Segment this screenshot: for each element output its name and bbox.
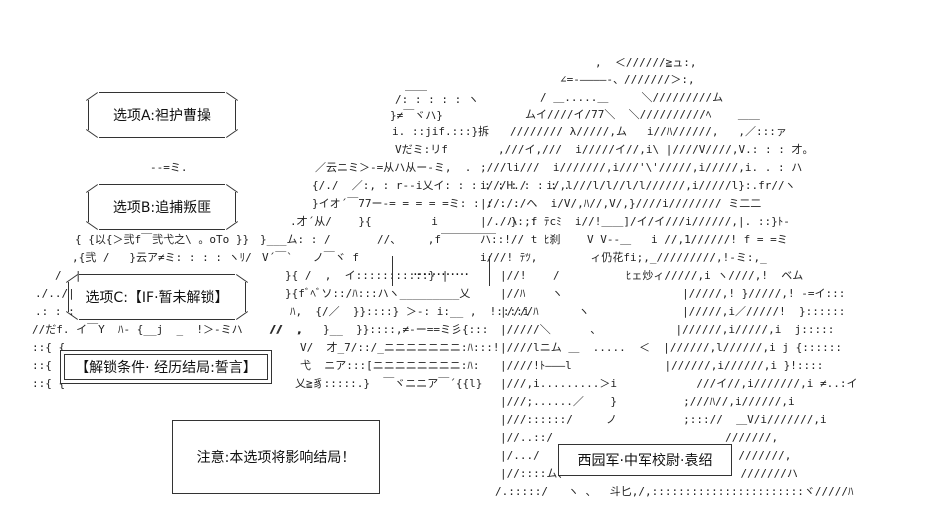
art-line: 弋 ニア:::[ニニニニニニニニ:ﾊ: [300,359,480,372]
art-line: ::{ [32,359,52,372]
art-line: i///H./ i/,l///l/l//l/l//////,i/////l}:.… [480,179,796,192]
art-line: //////// λ/////,ム i//ﾊ//////, ,／:::ァ [510,125,787,138]
notice-box: 注意:本选项将影响结局！ [172,420,380,494]
art-line: |///,i.........＞i ///イ//,i///////,i ≠..:… [500,377,858,390]
art-line: |///::::::/ ノ ;:::// ＿V/i///////,i [500,413,827,426]
frame-corner [235,311,249,320]
frame-corner [225,92,239,101]
art-line: / ＿.....＿ ＼/////////ム [540,91,724,104]
speech-dots: ………… [413,263,469,279]
art-line: /.:::::/ ヽ 、 斗匕,/,::::::::::::::::::::::… [495,485,854,498]
option-a-button[interactable]: 选项A:袒护曹操 [85,92,239,138]
speech-bubble: ………… [392,256,490,286]
frame-corner [85,129,99,138]
frame-corner [65,274,79,283]
option-a-label: 选项A:袒护曹操 [112,108,212,124]
art-line: ムイ////イ/77＼ ＼//////////ﾍ ＿＿ [525,108,760,121]
character-label-box: 西园军·中军校尉·袁绍 [558,444,732,476]
art-line: }イオ´￣77ー-= = = = =ミ: : : : . [312,197,520,210]
art-line: { {以{＞弐f￣弐弋之\ 。oTo }} [75,233,250,246]
art-line: 乂≧豸:::::.} ￣ヾニニア￣´{{l} [295,377,483,390]
art-line: //だf. イ￣Y ﾊ- {__j _ !＞-ミハ // , [32,323,303,336]
art-line: i///! ﾃﾂ, ィ仍花fi;,_/////////,!-ミ:,_ [480,251,767,264]
art-line: V/ 才_7/::/_ニニニニニニニ:ﾊ:::! [300,341,500,354]
art-line: |////ﾊ ヽ |/////,i／/////! }:::::: [500,305,846,318]
frame-corner [225,129,239,138]
frame-corner [225,221,239,230]
unlock-condition-box: 【解锁条件· 经历结局:誓言】 [60,350,272,384]
art-line: |///;......／ } ;///ﾊ//,i//////,i [500,395,795,408]
art-line: Vだミ:リf [395,143,448,156]
art-line: /: : : : : ヽ [395,93,479,106]
art-line: ／云ニミ＞-=从ハ从ー-ミ, . [315,161,472,174]
art-line: |//ﾊ ヽ |/////,! }/////,! -=イ::: [500,287,846,300]
frame-corner [85,92,99,101]
character-label-text: 西园军·中军校尉·袁绍 [577,453,713,469]
art-line: }{fﾞﾍﾞソ::/ﾊ:::ハヽ_________乂 [285,287,471,300]
art-line: }___ム: : / //、 ,f￣￣￣￣￣ [260,233,496,246]
frame-corner [235,274,249,283]
art-line: ＿＿ [405,79,427,92]
art-line: |//./:/ヘ i/V/,ﾊ//,V/,}////i//////// ミ二二 [480,197,762,210]
notice-text: 注意:本选项将影响结局！ [196,450,356,466]
frame-corner [85,221,99,230]
art-line: {/./ ／:, : r--i乂イ: : : : : : : : : . [312,179,571,192]
unlock-condition-text: 【解锁条件· 经历结局:誓言】 [75,360,257,376]
option-b-button[interactable]: 选项B:追捕叛匪 [85,184,239,230]
art-line: , ＜//////≧ュ:, [595,56,697,69]
art-line: |/./ハ ;f ﾃcﾐ i//!＿＿]/イ/イ///i//////,|. ::… [480,215,790,228]
art-line: |//..::/ ///////, [500,431,779,444]
frame-corner [225,184,239,193]
art-line: .才´从/ }{ i }: : [290,215,538,228]
art-line: ,{弐 / }云ア≠ミ: : : : ヽﾘ/ [72,251,252,264]
art-line: |//! / ﾋェ炒ィ/////,i ヽ////,! ベム [500,269,804,282]
art-line: ﾊ, {/／ }}::::} ＞-: i:__ , !::::i [290,305,530,318]
art-line: |////!ﾄ―――l |//////,i//////,i }!:::: [500,359,824,372]
art-line: |////lニム ＿ ..... ＜ |//////,l//////,i j {… [500,341,843,354]
art-line: ハ::!// t ﾋ刹 V V--＿ i //,1//////! f = =ミ [480,233,788,246]
option-b-label: 选项B:追捕叛匪 [112,200,212,216]
art-line: ,///イ,/// i/////イ//,i\ |////V////,V.: : … [498,143,814,156]
art-line: i. ::jif.:::}拆 [392,125,490,138]
frame-corner [85,184,99,193]
art-line: // , }__ }}::::,≠-ー==ミ彡{::: [270,323,489,336]
option-c-label: 选项C:【IF·暂未解锁】 [85,290,229,306]
art-line: V´￣` ノ￣ヾ f [262,251,359,264]
art-line: ;///li/// i///////,i///'\'/////,i/////,i… [480,161,803,174]
option-c-button[interactable]: 选项C:【IF·暂未解锁】 [65,274,249,320]
art-line: |/////＼ ､ |//////,i/////,i j::::: [500,323,835,336]
art-line: --=ミ. [150,161,188,174]
art-line: }≠￣ヾハ} [390,109,443,122]
frame-corner [65,311,79,320]
art-line: ∠=-――――-、///////＞:, [560,73,695,86]
